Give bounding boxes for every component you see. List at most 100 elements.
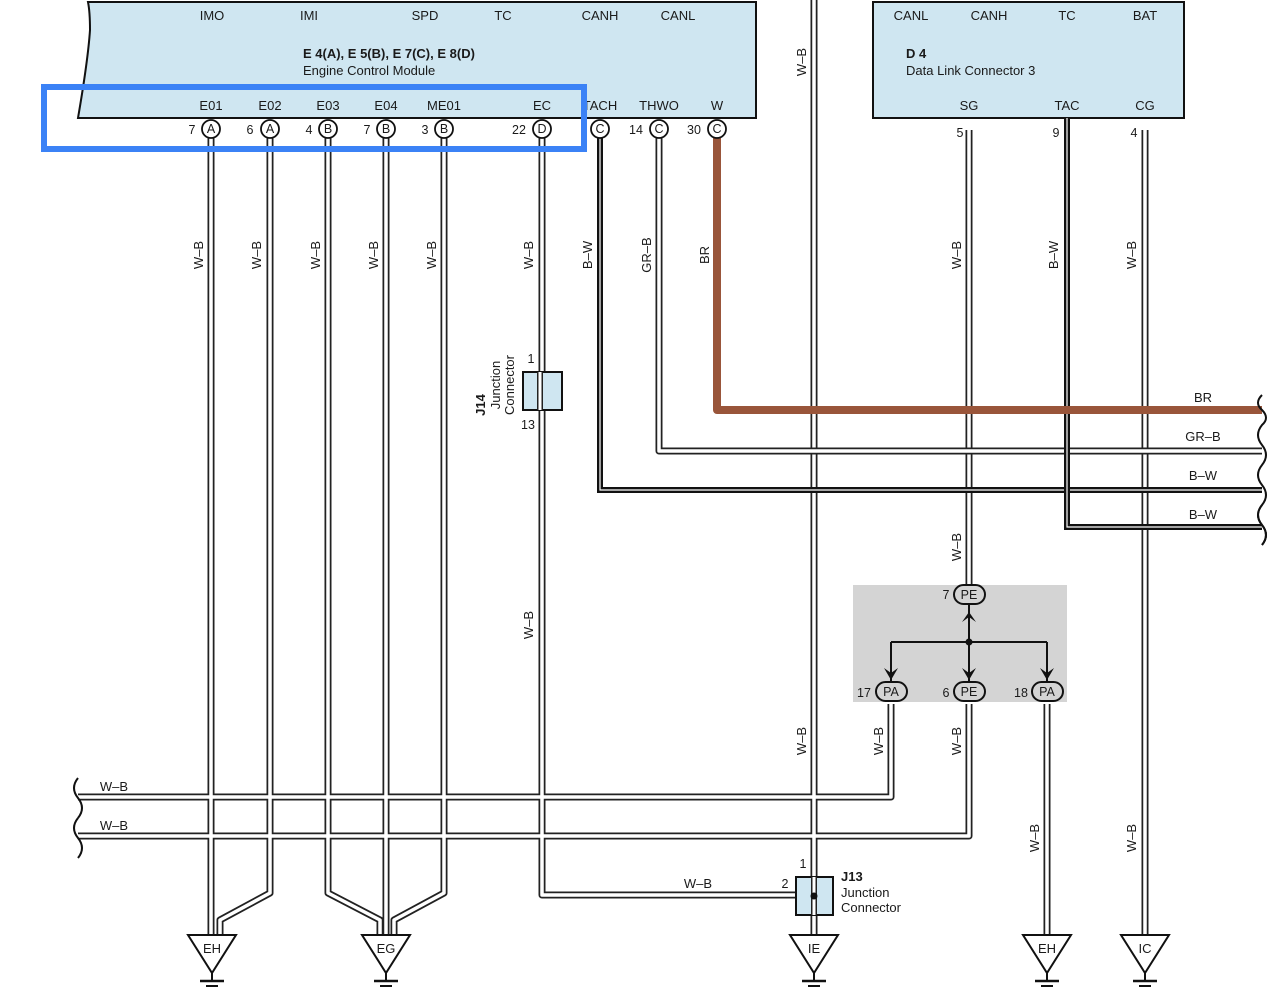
engine-control-module: IMO IMI SPD TC CANH CANL E 4(A), E 5(B),… [76, 1, 757, 119]
svg-text:A: A [207, 122, 216, 136]
ecm-top-label-canl: CANL [661, 8, 696, 23]
svg-text:17: 17 [857, 686, 871, 700]
j14-line1: Junction [488, 361, 503, 409]
j13-line1: Junction [841, 885, 889, 900]
ecm-pin-name-e02: E02 [258, 98, 281, 113]
wire-tach [597, 138, 1262, 493]
ecm-pin-name-e03: E03 [316, 98, 339, 113]
ecm-top-label-canh: CANH [582, 8, 619, 23]
splice-out-pin-pa17: 17 PA [857, 681, 908, 702]
ecm-pin-name-tach: TACH [583, 98, 617, 113]
svg-text:30: 30 [687, 123, 701, 137]
label-wb-e02: W–B [249, 241, 264, 269]
svg-text:3: 3 [422, 123, 429, 137]
wire-breaks-left [73, 777, 83, 859]
ecm-pin-w: 30 C [687, 119, 727, 139]
label-wb-e03: W–B [308, 241, 323, 269]
dlc-pin-num-cg: 4 [1131, 126, 1138, 140]
wires-wb [78, 0, 1262, 935]
splice-out-pin-pe6: 6 PE [943, 681, 986, 702]
vertical-wire-labels: W–B W–B W–B W–B W–B W–B B–W GR–B BR W–B … [191, 48, 1139, 852]
dlc-pin-name-tac: TAC [1054, 98, 1079, 113]
dlc-box [872, 1, 1185, 119]
svg-text:6: 6 [943, 686, 950, 700]
label-wb-center-lower: W–B [794, 727, 809, 755]
label-bw-tac: B–W [1046, 240, 1061, 269]
label-wb-left-2: W–B [100, 818, 128, 833]
svg-text:7: 7 [189, 123, 196, 137]
dlc-subtitle: Data Link Connector 3 [906, 63, 1035, 78]
j13-pin-left: 2 [782, 877, 789, 891]
svg-text:IC: IC [1139, 941, 1152, 956]
svg-text:7: 7 [943, 588, 950, 602]
j13-line2: Connector [841, 900, 902, 915]
svg-text:EG: EG [377, 941, 396, 956]
ecm-pin-name-w: W [711, 98, 724, 113]
label-bw-tach: B–W [580, 240, 595, 269]
label-wb-cg-lower: W–B [1124, 824, 1139, 852]
ground-ic: IC [1119, 934, 1171, 987]
ecm-pin-circles: 7 A 6 A 4 B 7 B 3 B 22 D [189, 119, 727, 139]
wire-breaks-right [1257, 394, 1267, 546]
ecm-pin-name-thwo: THWO [639, 98, 679, 113]
wire-pa17 [78, 704, 895, 801]
label-grb-thwo: GR–B [639, 237, 654, 272]
svg-text:6: 6 [247, 123, 254, 137]
ecm-top-label-tc: TC [494, 8, 511, 23]
dlc-title: D 4 [906, 46, 927, 61]
svg-text:PA: PA [883, 685, 899, 699]
svg-text:PA: PA [1039, 685, 1055, 699]
ecm-subtitle: Engine Control Module [303, 63, 435, 78]
j13-pin-top: 1 [800, 857, 807, 871]
svg-text:B: B [324, 122, 332, 136]
label-wb-ec-lower: W–B [521, 611, 536, 639]
dlc-top-label-tc: TC [1058, 8, 1075, 23]
ecm-pin-name-ec: EC [533, 98, 551, 113]
ecm-top-label-imi: IMI [300, 8, 318, 23]
junction-connector-j14: 1 13 J14 Junction Connector [473, 352, 563, 432]
label-wb-center-top: W–B [794, 48, 809, 76]
svg-text:EH: EH [203, 941, 221, 956]
ground-eg: EG [360, 934, 412, 987]
label-bw-right-2: B–W [1189, 507, 1218, 522]
j14-line2: Connector [502, 354, 517, 415]
label-wb-e01: W–B [191, 241, 206, 269]
ecm-pin-e02: 6 A [247, 119, 280, 139]
splice-top-pin: 7 PE [943, 584, 986, 605]
ecm-pin-thwo: 14 C [629, 119, 669, 139]
splice-out-pin-pa18: 18 PA [1014, 681, 1064, 702]
svg-text:D: D [537, 122, 546, 136]
svg-text:4: 4 [306, 123, 313, 137]
label-wb-ec-bottom: W–B [684, 876, 712, 891]
j14-id: J14 [473, 393, 488, 415]
label-wb-me01: W–B [424, 241, 439, 269]
svg-text:C: C [712, 122, 721, 136]
svg-text:7: 7 [364, 123, 371, 137]
label-wb-pe6: W–B [949, 727, 964, 755]
dlc-top-label-canh: CANH [971, 8, 1008, 23]
ecm-pin-name-e04: E04 [374, 98, 397, 113]
ecm-top-label-imo: IMO [200, 8, 225, 23]
ecm-pin-name-me01: ME01 [427, 98, 461, 113]
ecm-title: E 4(A), E 5(B), E 7(C), E 8(D) [303, 46, 475, 61]
label-bw-right-1: B–W [1189, 468, 1218, 483]
splice-block: 7 PE 17 PA 6 PE 18 PA [853, 584, 1067, 702]
ground-eh-right: EH [1021, 934, 1073, 987]
label-wb-e04: W–B [366, 241, 381, 269]
ground-eh-left: EH [186, 934, 238, 987]
data-link-connector: CANL CANH TC BAT D 4 Data Link Connector… [872, 1, 1185, 140]
wires-bw [597, 118, 1262, 530]
svg-text:14: 14 [629, 123, 643, 137]
wire-w-br [713, 138, 1262, 414]
highlight-box [41, 84, 587, 152]
label-wb-sg-lower: W–B [949, 533, 964, 561]
svg-text:EH: EH [1038, 941, 1056, 956]
svg-text:PE: PE [961, 685, 978, 699]
svg-text:C: C [595, 122, 604, 136]
label-wb-left-1: W–B [100, 779, 128, 794]
junction-connector-j13: 1 2 J13 Junction Connector [782, 857, 902, 916]
svg-text:22: 22 [512, 123, 526, 137]
svg-text:C: C [654, 122, 663, 136]
ecm-pin-tach: C [590, 119, 610, 139]
